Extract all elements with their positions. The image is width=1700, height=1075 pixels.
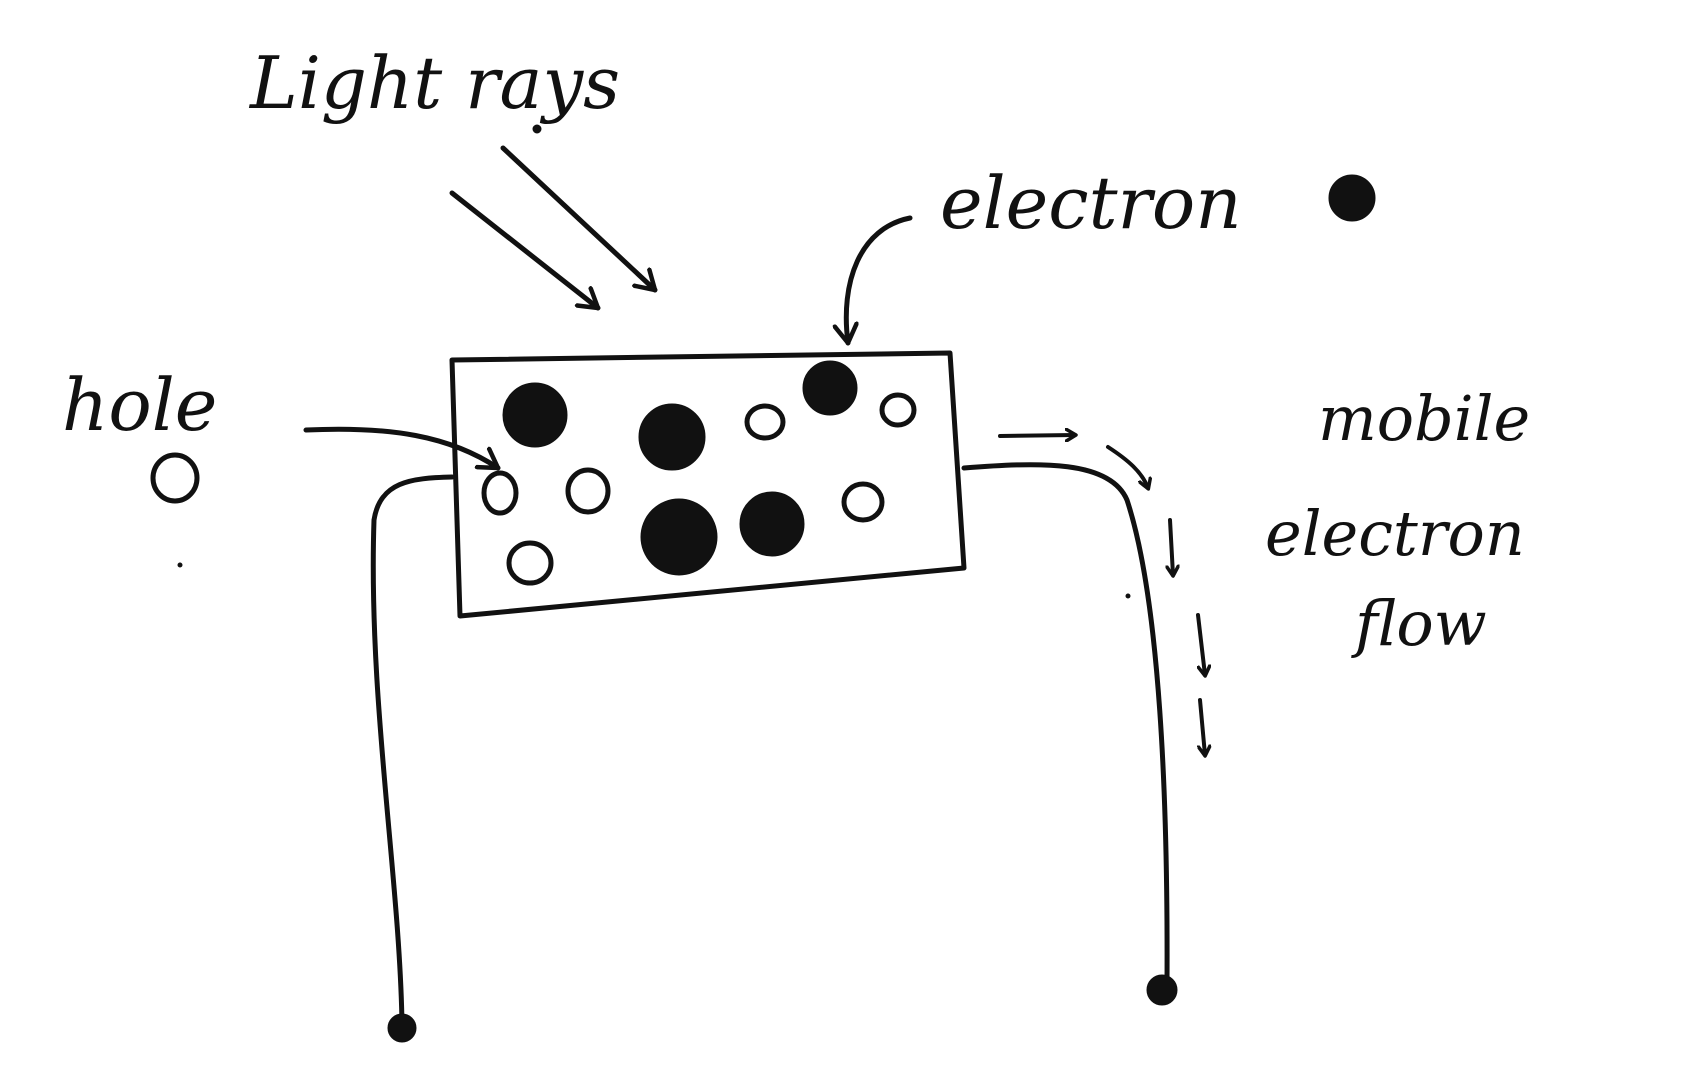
hole-pointer-arrow	[303, 426, 501, 471]
flow-arrow	[1106, 445, 1148, 488]
electron	[638, 403, 706, 471]
mobile-electron-flow-label-line2: electron	[1265, 497, 1525, 570]
hole	[841, 481, 885, 523]
electron	[640, 498, 718, 576]
semiconductor-block	[449, 350, 967, 619]
electron	[802, 360, 858, 416]
light-ray-arrow-1	[449, 190, 601, 311]
hole	[506, 540, 554, 586]
electron-legend-icon	[1328, 174, 1376, 222]
flow-arrow	[1170, 518, 1173, 575]
electron-label: electron	[940, 161, 1242, 245]
electron	[739, 491, 805, 557]
flow-arrow	[1200, 698, 1205, 755]
electron	[502, 382, 568, 448]
light-ray-arrow-2	[500, 145, 658, 293]
left-terminal	[387, 1013, 417, 1043]
ink-dot	[532, 124, 542, 134]
mobile-electron-flow-label-line3: flow	[1351, 587, 1487, 660]
hole	[879, 392, 917, 428]
right-wire	[961, 462, 1170, 988]
ink-dot	[1125, 593, 1131, 599]
flow-arrow	[1196, 613, 1205, 675]
mobile-electron-flow-label-line1: mobile	[1318, 382, 1530, 455]
flow-arrow	[998, 435, 1075, 436]
hole	[744, 403, 786, 441]
hole	[565, 467, 611, 515]
hole-label: hole	[62, 363, 217, 447]
hole	[481, 470, 519, 516]
hole-legend-icon	[150, 452, 200, 504]
left-wire	[370, 474, 455, 1028]
electron-pointer-arrow	[846, 215, 913, 346]
light-rays-label: Light rays	[248, 41, 620, 125]
right-terminal	[1146, 974, 1178, 1006]
ink-dot	[177, 562, 183, 568]
